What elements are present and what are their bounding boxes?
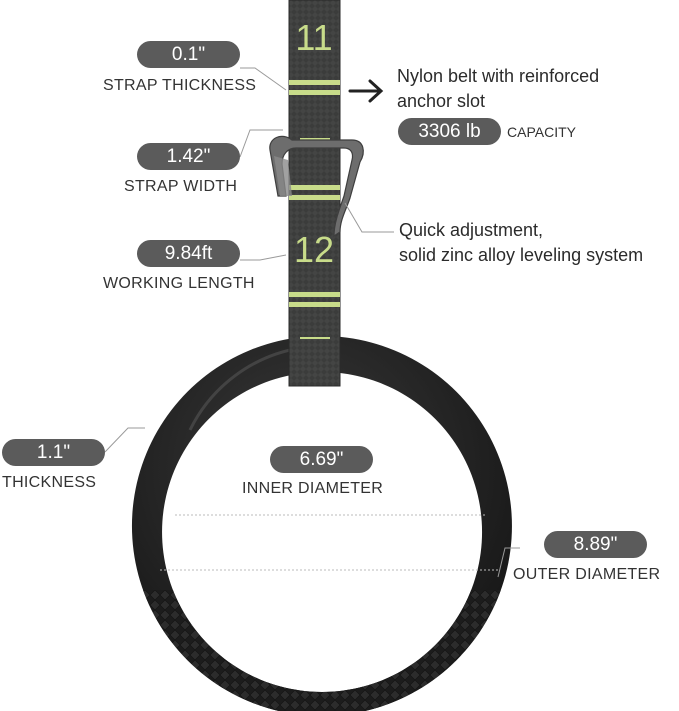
- inner-diameter-label: INNER DIAMETER: [242, 480, 384, 497]
- strap-marking-11: 11: [295, 17, 332, 58]
- strap-thickness-label: STRAP THICKNESS: [103, 77, 257, 94]
- diameter-guides: [160, 514, 500, 571]
- strap-marking-bar: [289, 195, 340, 200]
- strap-marking-bar: [300, 337, 330, 339]
- ring-thickness-value: 1.1": [2, 439, 105, 466]
- strap-marking-bar: [289, 80, 340, 85]
- inner-diameter-value: 6.69": [270, 446, 373, 473]
- belt-description: Nylon belt with reinforced anchor slot: [397, 64, 599, 114]
- strap-marking-bar: [289, 90, 340, 95]
- strap-marking-bar: [289, 185, 340, 190]
- adjustment-description: Quick adjustment, solid zinc alloy level…: [399, 218, 643, 268]
- strap-marking-bar: [300, 138, 330, 140]
- belt-description-line1: Nylon belt with reinforced: [397, 66, 600, 86]
- gymnastic-ring: [131, 336, 512, 711]
- belt-description-line2: anchor slot: [397, 91, 486, 111]
- working-length-value: 9.84ft: [137, 240, 240, 267]
- strap-width-label: STRAP WIDTH: [124, 178, 238, 195]
- working-length-label: WORKING LENGTH: [103, 275, 255, 292]
- nylon-strap: [288, 0, 341, 387]
- ring-thickness-label: THICKNESS: [2, 474, 97, 491]
- strap-marking-12: 12: [294, 229, 334, 270]
- outer-diameter-label: OUTER DIAMETER: [513, 566, 661, 583]
- capacity-value: 3306 lb: [398, 118, 501, 145]
- strap-marking-bar: [289, 292, 340, 297]
- leader-lines: [104, 67, 520, 578]
- arrow-right-icon: [348, 79, 384, 103]
- strap-width-value: 1.42": [137, 143, 240, 170]
- zinc-buckle: [269, 135, 364, 238]
- adjustment-description-line2: solid zinc alloy leveling system: [399, 245, 644, 265]
- strap-thickness-value: 0.1": [137, 41, 240, 68]
- capacity-label: CAPACITY: [507, 124, 576, 140]
- adjustment-description-line1: Quick adjustment,: [399, 220, 544, 240]
- strap-marking-bar: [289, 302, 340, 307]
- outer-diameter-value: 8.89": [544, 531, 647, 558]
